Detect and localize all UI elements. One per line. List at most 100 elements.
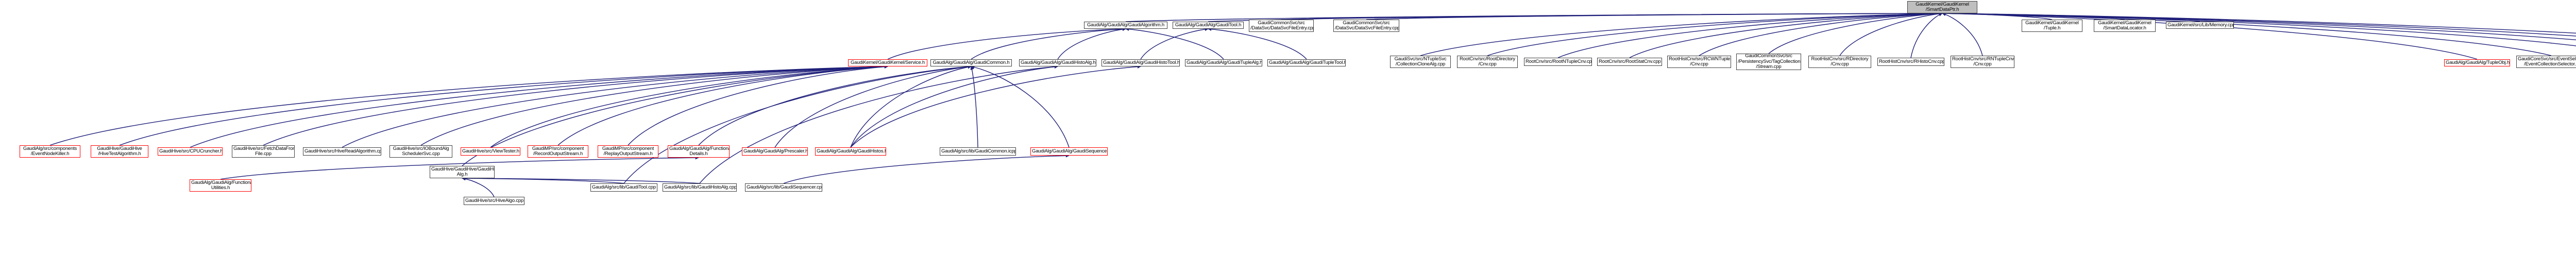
graph-node-label: GaudiSvc/src/NTupleSvc /CollectionCloneA… — [1394, 56, 1447, 67]
graph-node[interactable]: GaudiHive/src/HiveReadAlgorithm.cpp — [303, 147, 381, 156]
graph-node-label: GaudiAlg/GaudiAlg/GaudiTool.h — [1175, 22, 1242, 28]
graph-node-label: GaudiMP/src/component /ReplayOutputStrea… — [602, 145, 654, 157]
graph-node-label: GaudiAlg/GaudiAlg/TupleObj.h — [2446, 59, 2510, 65]
graph-edge — [1208, 27, 1307, 60]
graph-node[interactable]: GaudiAlg/GaudiAlg/GaudiAlgorithm.h — [1084, 22, 1167, 29]
graph-node-label: GaudiCommonSvc/src /DataSvc/DataSvcFileE… — [1250, 20, 1314, 31]
graph-node-label: RootCnv/src/RootStatCnv.cpp — [1599, 58, 1661, 64]
graph-edge — [190, 64, 888, 148]
graph-node[interactable]: RootHistCnv/src/RDirectory /Cnv.cpp — [1808, 56, 1871, 68]
graph-node[interactable]: GaudiHive/src/FetchDataFrom File.cpp — [232, 145, 295, 158]
graph-edge — [263, 64, 888, 146]
graph-node[interactable]: GaudiAlg/GaudiAlg/GaudiTool.h — [1173, 22, 1244, 29]
graph-node[interactable]: GaudiHive/src/CPUCruncher.h — [158, 147, 223, 156]
graph-edge — [971, 65, 1070, 148]
graph-node-label: RootCnv/src/RootDirectory /Cnv.cpp — [1460, 56, 1515, 67]
graph-node[interactable]: GaudiAlg/src/lib/GaudiTool.cpp — [590, 183, 657, 192]
graph-node[interactable]: RootCnv/src/RootStatCnv.cpp — [1597, 58, 1662, 66]
graph-node[interactable]: RootHistCnv/src/RHistoCnv.cpp — [1877, 58, 1944, 66]
graph-node-label: RootHistCnv/src/RDirectory /Cnv.cpp — [1811, 56, 1869, 67]
graph-node[interactable]: GaudiKernel/src/Lib/Memory.cpp — [2166, 22, 2234, 29]
graph-node-label: GaudiAlg/GaudiAlg/GaudiHistoAlg.h — [1021, 59, 1096, 65]
graph-edge — [342, 64, 888, 148]
graph-node-label: GaudiHive/src/CPUCruncher.h — [159, 148, 223, 154]
graph-node[interactable]: GaudiAlg/GaudiAlg/GaudiHistos.h — [815, 147, 886, 156]
graph-node[interactable]: GaudiAlg/src/lib/GaudiSequencer.cpp — [745, 183, 822, 192]
graph-edge — [1942, 12, 1983, 56]
graph-node[interactable]: GaudiHive/GaudiHive/GaudiHive Alg.h — [430, 166, 495, 178]
graph-edge — [1125, 27, 1224, 60]
graph-edge — [49, 64, 888, 146]
graph-node[interactable]: GaudiCommonSvc/src /DataSvc/DataSvcFileE… — [1333, 20, 1399, 32]
graph-node-label: GaudiAlg/GaudiAlg/GaudiHistos.h — [817, 148, 886, 154]
graph-edge — [783, 154, 1070, 184]
graph-node-label: GaudiAlg/GaudiAlg/Functional Utilities.h — [191, 179, 251, 191]
graph-node[interactable]: GaudiKernel/GaudiKernel /SmartDataLocato… — [2094, 20, 2156, 32]
graph-node[interactable]: GaudiAlg/src/components /EventNodeKiller… — [20, 145, 80, 158]
graph-node-label: GaudiAlg/src/components /EventNodeKiller… — [23, 145, 77, 157]
graph-edge — [1910, 12, 1943, 58]
graph-edge — [557, 64, 888, 146]
graph-node-label: GaudiHive/src/IOBoundAlg SchedulerSvc.cp… — [393, 145, 449, 157]
graph-edge — [1125, 11, 1943, 22]
graph-node-label: GaudiKernel/GaudiKernel/Service.h — [851, 59, 925, 65]
graph-node-label: GaudiAlg/GaudiAlg/GaudiAlgorithm.h — [1087, 22, 1165, 28]
graph-edge — [1839, 12, 1943, 56]
graph-node[interactable]: GaudiHive/src/IOBoundAlg SchedulerSvc.cp… — [389, 145, 452, 158]
graph-edge — [1557, 11, 1943, 58]
graph-node[interactable]: GaudiAlg/GaudiAlg/Functional Details.h — [668, 145, 730, 158]
graph-node[interactable]: GaudiAlg/GaudiAlg/TupleObj.h — [2444, 59, 2510, 66]
graph-node[interactable]: RootHistCnv/src/RNTupleCnv /Cnv.cpp — [1951, 56, 2014, 68]
graph-node[interactable]: GaudiCommonSvc/src /PersistencySvc/TagCo… — [1736, 54, 1801, 70]
graph-node-label: GaudiAlg/GaudiAlg/GaudiSequencer.h — [1032, 148, 1108, 154]
graph-node[interactable]: GaudiHive/src/HiveAlgo.cpp — [464, 197, 524, 205]
graph-node-label: GaudiKernel/src/Lib/Memory.cpp — [2167, 22, 2234, 28]
graph-node-label: GaudiHive/src/HiveReadAlgorithm.cpp — [304, 148, 381, 154]
graph-edge — [1208, 11, 1943, 22]
graph-node[interactable]: GaudiMP/src/component /ReplayOutputStrea… — [598, 145, 658, 158]
graph-node[interactable]: GaudiMP/src/component /RecordOutputStrea… — [528, 145, 588, 158]
graph-edge — [1281, 11, 1943, 20]
graph-node[interactable]: GaudiKernel/GaudiKernel /Tuple.h — [2022, 20, 2082, 32]
graph-node-label: GaudiAlg/GaudiAlg/GaudiCommon.h — [933, 59, 1010, 65]
graph-node[interactable]: GaudiHive/src/ViewTester.h — [461, 147, 520, 156]
graph-edge — [462, 177, 495, 197]
graph-node[interactable]: RootHistCnv/src/RCWNTuple /Cnv.cpp — [1667, 56, 1731, 68]
graph-node[interactable]: GaudiAlg/GaudiAlg/GaudiCommon.h — [930, 59, 1012, 66]
graph-edge — [623, 65, 972, 184]
graph-node[interactable]: GaudiAlg/GaudiAlg/GaudiHistoTool.h — [1101, 59, 1180, 66]
graph-edge — [1420, 11, 1943, 56]
graph-node-label: GaudiHive/src/FetchDataFrom File.cpp — [233, 145, 295, 157]
graph-node[interactable]: GaudiAlg/GaudiAlg/Functional Utilities.h — [190, 179, 251, 192]
graph-edge — [1366, 11, 1943, 20]
graph-node[interactable]: GaudiCoreSvc/src/EventSelector /EventCol… — [2516, 56, 2576, 68]
graph-node[interactable]: GaudiAlg/GaudiAlg/GaudiTupleAlg.h — [1185, 59, 1262, 66]
graph-node[interactable]: GaudiHive/GaudiHive /HiveTestAlgorithm.h — [91, 145, 148, 158]
graph-node[interactable]: GaudiAlg/src/lib/GaudiCommon.icpp — [940, 147, 1016, 156]
graph-node-label: RootCnv/src/RootNTupleCnv.cpp — [1526, 58, 1592, 64]
graph-node[interactable]: GaudiKernel/GaudiKernel/Service.h — [848, 59, 927, 66]
graph-edge — [1057, 27, 1126, 60]
graph-node-label: GaudiKernel/GaudiKernel /Tuple.h — [2025, 20, 2079, 31]
graph-node-label: GaudiHive/GaudiHive /HiveTestAlgorithm.h — [97, 145, 142, 157]
graph-node[interactable]: GaudiSvc/src/NTupleSvc /CollectionCloneA… — [1390, 56, 1451, 68]
graph-node[interactable]: RootCnv/src/RootNTupleCnv.cpp — [1524, 58, 1592, 66]
graph-node[interactable]: GaudiAlg/GaudiAlg/GaudiSequencer.h — [1030, 147, 1108, 156]
graph-node-label: GaudiMP/src/component /RecordOutputStrea… — [532, 145, 584, 157]
graph-edge — [850, 65, 972, 148]
graph-node[interactable]: GaudiAlg/GaudiAlg/GaudiHistoAlg.h — [1019, 59, 1096, 66]
graph-node-label: RootHistCnv/src/RNTupleCnv /Cnv.cpp — [1952, 56, 2014, 67]
graph-node[interactable]: GaudiAlg/GaudiAlg/Prescaler.h — [742, 147, 808, 156]
graph-node-label: GaudiAlg/GaudiAlg/Prescaler.h — [743, 148, 808, 154]
graph-node[interactable]: GaudiAlg/GaudiAlg/GaudiTupleTool.h — [1267, 59, 1346, 66]
graph-root-node[interactable]: GaudiKernel/GaudiKernel /SmartDataPtr.h — [1907, 1, 1977, 13]
graph-edge — [462, 176, 700, 184]
graph-edge — [628, 65, 888, 146]
graph-edge — [1140, 27, 1209, 60]
graph-node[interactable]: RootCnv/src/RootDirectory /Cnv.cpp — [1457, 56, 1518, 68]
graph-node[interactable]: GaudiAlg/src/lib/GaudiHistoAlg.cpp — [663, 183, 737, 192]
graph-node-label: GaudiAlg/src/lib/GaudiCommon.icpp — [941, 148, 1016, 154]
graph-node-label: GaudiAlg/src/lib/GaudiSequencer.cpp — [747, 184, 822, 190]
graph-node[interactable]: GaudiCommonSvc/src /DataSvc/DataSvcFileE… — [1249, 20, 1314, 32]
